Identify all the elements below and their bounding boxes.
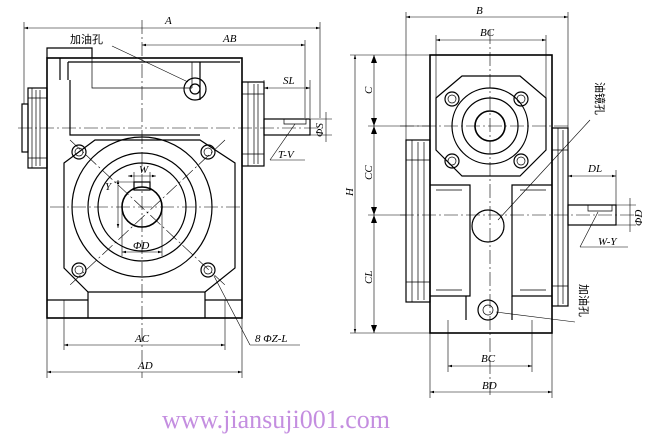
dim-C-arrow-top <box>371 55 377 63</box>
dim-bolts-leader <box>213 275 251 346</box>
side-bolt-br <box>513 153 529 169</box>
bolt-hole-tr <box>200 144 216 160</box>
bolt-hole-tr-inner <box>203 147 213 157</box>
dim-BC-top-label: BC <box>480 27 495 39</box>
side-output-key <box>587 205 613 212</box>
front-right-flange <box>241 81 265 167</box>
dim-bolts-label: 8 ΦZ-L <box>255 333 288 345</box>
oil-fill-hole-side <box>477 299 499 321</box>
front-upper-block <box>68 61 240 136</box>
oil-fill-note-front: 加油孔 <box>70 32 103 46</box>
oil-sight-leader <box>497 119 591 221</box>
oil-fill-hole-front <box>183 77 207 101</box>
dim-BC-bottom-label: BC <box>481 353 496 365</box>
oil-fill-hole-side-inner <box>482 304 494 316</box>
side-view <box>400 30 640 395</box>
oil-fill-hole-front-inner <box>189 83 201 95</box>
dim-phiD-right-label: ΦD <box>633 210 645 226</box>
dim-C-label: C <box>363 86 375 94</box>
front-diag-2 <box>69 139 226 286</box>
front-dimensions: A AB 加油孔 SL ΦS T-V W Y ΦD <box>23 15 332 378</box>
bolt-hole-bl-inner <box>74 265 84 275</box>
bolt-hole-br <box>200 262 216 278</box>
bolt-hole-bl <box>71 262 87 278</box>
dim-SL-label: SL <box>283 75 295 87</box>
side-bottom-boss <box>465 296 513 320</box>
dim-B-label: B <box>476 5 483 17</box>
dim-WY-leader <box>579 211 599 248</box>
dim-phiS-label: ΦS <box>314 123 326 137</box>
oil-fill-leader-front <box>111 45 189 83</box>
dim-AB-label: AB <box>222 33 237 45</box>
dim-CC-arrow-top <box>371 126 377 134</box>
side-bolt-bl-inner <box>447 156 457 166</box>
side-dimensions: B BC C CC H CL 油镜孔 DL ΦD <box>344 5 645 398</box>
front-top-flange <box>46 47 93 58</box>
oil-fill-note-side: 加油孔 <box>577 284 591 317</box>
oil-sight-note: 油镜孔 <box>593 82 607 115</box>
side-bolt-tl-inner <box>447 94 457 104</box>
dim-TV-leader <box>269 123 296 161</box>
bolt-hole-tl <box>71 144 87 160</box>
front-base-block <box>47 292 242 318</box>
front-body-inner <box>63 139 236 293</box>
side-left-flange <box>405 139 431 303</box>
dim-Y-label: Y <box>105 181 113 193</box>
dim-AC-label: AC <box>134 333 150 345</box>
side-right-flange-lines <box>552 128 568 306</box>
dim-W-label: W <box>139 164 149 176</box>
side-lower-inner <box>436 189 546 291</box>
dim-TV-label: T-V <box>278 149 295 161</box>
side-right-flange <box>551 127 569 307</box>
dim-BD-label: BD <box>482 380 497 392</box>
front-upper-detail <box>91 58 193 89</box>
dim-WY-label: W-Y <box>598 236 618 248</box>
side-bolt-bl <box>444 153 460 169</box>
dim-CL-arrow-top <box>371 215 377 223</box>
side-left-flange-lines <box>406 140 430 302</box>
side-bolt-tl <box>444 91 460 107</box>
front-input-key <box>283 119 307 125</box>
watermark-text: www.jiansuji001.com <box>162 405 390 434</box>
dim-C-arrow-bottom <box>371 118 377 126</box>
side-bolt-tr-inner <box>516 94 526 104</box>
front-view <box>18 20 320 378</box>
oil-fill-leader-side <box>495 311 576 323</box>
front-input-shaft <box>263 118 311 136</box>
dim-CC-arrow-bottom <box>371 207 377 215</box>
dim-CC-label: CC <box>363 165 375 180</box>
side-bolt-tr <box>513 91 529 107</box>
dim-DL-label: DL <box>587 163 602 175</box>
dim-CL-arrow-bottom <box>371 325 377 333</box>
oil-sight-hole <box>471 209 505 243</box>
bolt-hole-br-inner <box>203 265 213 275</box>
dim-CL-label: CL <box>363 271 375 284</box>
side-bolt-br-inner <box>516 156 526 166</box>
side-housing-outline <box>429 54 553 334</box>
front-housing-outline <box>46 57 243 319</box>
front-left-step <box>59 58 69 80</box>
dim-A-label: A <box>164 15 172 27</box>
side-top-housing <box>435 75 547 177</box>
dim-AD-label: AD <box>137 360 153 372</box>
front-right-flange-lines <box>242 82 264 166</box>
dim-H-label: H <box>344 187 356 197</box>
side-lower-body <box>430 184 552 297</box>
dim-phiD-label: ΦD <box>133 240 149 252</box>
